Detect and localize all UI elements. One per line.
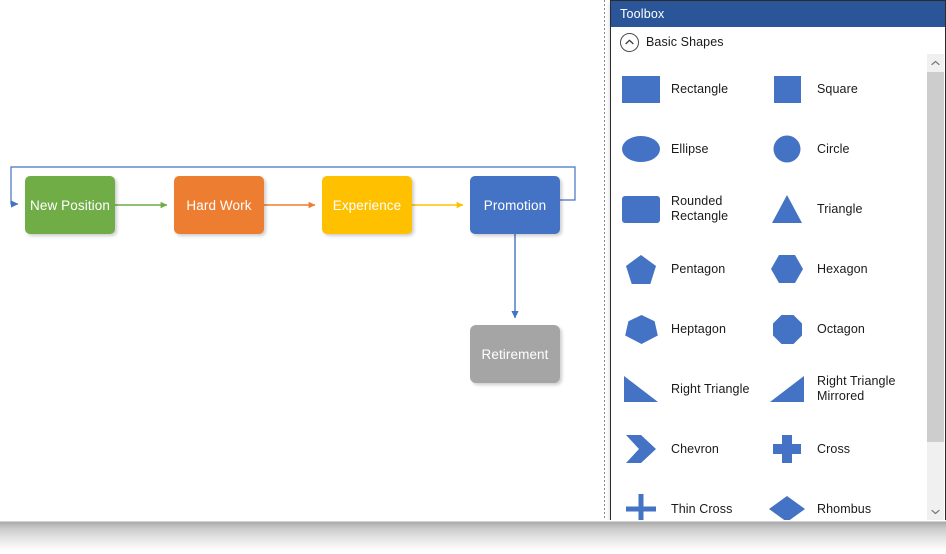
node-label: New Position: [30, 197, 110, 213]
octagon-icon[interactable]: [766, 309, 808, 349]
shape-label: Square: [817, 81, 858, 96]
shape-item-heptagon[interactable]: Heptagon: [620, 299, 766, 359]
shape-label: Circle: [817, 141, 850, 156]
shape-item-thin-cross[interactable]: Thin Cross: [620, 479, 766, 521]
shape-item-right-triangle[interactable]: Right Triangle: [620, 359, 766, 419]
shape-row: Right Triangle Right Triangle Mirrored: [620, 359, 923, 419]
shape-item-rounded-rectangle[interactable]: Rounded Rectangle: [620, 179, 766, 239]
shape-label: Triangle: [817, 201, 863, 216]
heptagon-icon[interactable]: [620, 309, 662, 349]
node-promotion[interactable]: Promotion: [470, 176, 560, 234]
shape-item-rhombus[interactable]: Rhombus: [766, 479, 912, 521]
shape-label: Pentagon: [671, 261, 726, 276]
rectangle-icon[interactable]: [620, 69, 662, 109]
shape-label: Thin Cross: [671, 501, 733, 516]
thin-cross-icon[interactable]: [620, 489, 662, 521]
shape-item-hexagon[interactable]: Hexagon: [766, 239, 912, 299]
right-triangle-mirrored-icon[interactable]: [766, 369, 808, 409]
shape-item-right-triangle-mirrored[interactable]: Right Triangle Mirrored: [766, 359, 912, 419]
toolbox-title: Toolbox: [620, 7, 665, 21]
toolbox-body: Basic Shapes Rectangle Squa: [611, 27, 945, 521]
shape-label: Heptagon: [671, 321, 727, 336]
toolbox-header: Toolbox: [611, 1, 945, 27]
shape-group-header-basic-shapes[interactable]: Basic Shapes: [611, 27, 945, 57]
node-label: Promotion: [483, 197, 547, 213]
hexagon-icon[interactable]: [766, 249, 808, 289]
rounded-rectangle-icon[interactable]: [620, 189, 662, 229]
shape-grid: Rectangle Square Ellip: [611, 59, 923, 521]
node-experience[interactable]: Experience: [322, 176, 412, 234]
chevron-up-icon[interactable]: [927, 54, 944, 71]
shape-label: Octagon: [817, 321, 865, 336]
shape-item-circle[interactable]: Circle: [766, 119, 912, 179]
node-retirement[interactable]: Retirement: [470, 325, 560, 383]
shape-item-triangle[interactable]: Triangle: [766, 179, 912, 239]
shape-item-pentagon[interactable]: Pentagon: [620, 239, 766, 299]
shape-label: Rectangle: [671, 81, 729, 96]
pentagon-icon[interactable]: [620, 249, 662, 289]
shape-label: Hexagon: [817, 261, 868, 276]
shape-label: Right Triangle Mirrored: [817, 374, 896, 403]
shape-item-square[interactable]: Square: [766, 59, 912, 119]
connector-layer: [10, 166, 576, 319]
node-label: Experience: [332, 197, 402, 213]
node-hard-work[interactable]: Hard Work: [174, 176, 264, 234]
shape-label: Right Triangle: [671, 381, 750, 396]
canvas-toolbox-divider: [604, 0, 605, 522]
square-icon[interactable]: [766, 69, 808, 109]
shape-item-octagon[interactable]: Octagon: [766, 299, 912, 359]
chevron-icon[interactable]: [620, 429, 662, 469]
shape-row: Pentagon Hexagon: [620, 239, 923, 299]
chevron-down-icon[interactable]: [927, 503, 944, 520]
shape-label: Rounded Rectangle: [671, 194, 729, 223]
rhombus-icon[interactable]: [766, 489, 808, 521]
node-label: Hard Work: [186, 197, 252, 213]
ellipse-icon[interactable]: [620, 129, 662, 169]
shape-label: Ellipse: [671, 141, 709, 156]
shape-group-label: Basic Shapes: [646, 35, 724, 49]
shape-row: Thin Cross Rhombus: [620, 479, 923, 521]
shape-row: Rounded Rectangle Triangle: [620, 179, 923, 239]
scrollbar-thumb[interactable]: [927, 72, 944, 442]
shape-row: Rectangle Square: [620, 59, 923, 119]
window-drop-shadow: [0, 520, 946, 554]
circle-icon[interactable]: [766, 129, 808, 169]
shape-label: Cross: [817, 441, 851, 456]
shape-item-cross[interactable]: Cross: [766, 419, 912, 479]
shape-label: Rhombus: [817, 501, 872, 516]
shape-item-chevron[interactable]: Chevron: [620, 419, 766, 479]
right-triangle-icon[interactable]: [620, 369, 662, 409]
shape-row: Heptagon Octagon: [620, 299, 923, 359]
node-new-position[interactable]: New Position: [25, 176, 115, 234]
shape-row: Ellipse Circle: [620, 119, 923, 179]
shape-label: Chevron: [671, 441, 719, 456]
toolbox-scrollbar[interactable]: [927, 54, 944, 520]
shape-row: Chevron Cross: [620, 419, 923, 479]
triangle-icon[interactable]: [766, 189, 808, 229]
diagram-canvas[interactable]: New Position Hard Work Experience Promot…: [0, 0, 609, 522]
toolbox-panel: Toolbox Basic Shapes R: [610, 0, 946, 522]
shape-item-ellipse[interactable]: Ellipse: [620, 119, 766, 179]
node-label: Retirement: [481, 346, 549, 362]
shape-item-rectangle[interactable]: Rectangle: [620, 59, 766, 119]
cross-icon[interactable]: [766, 429, 808, 469]
chevron-up-circle-icon[interactable]: [620, 32, 639, 52]
